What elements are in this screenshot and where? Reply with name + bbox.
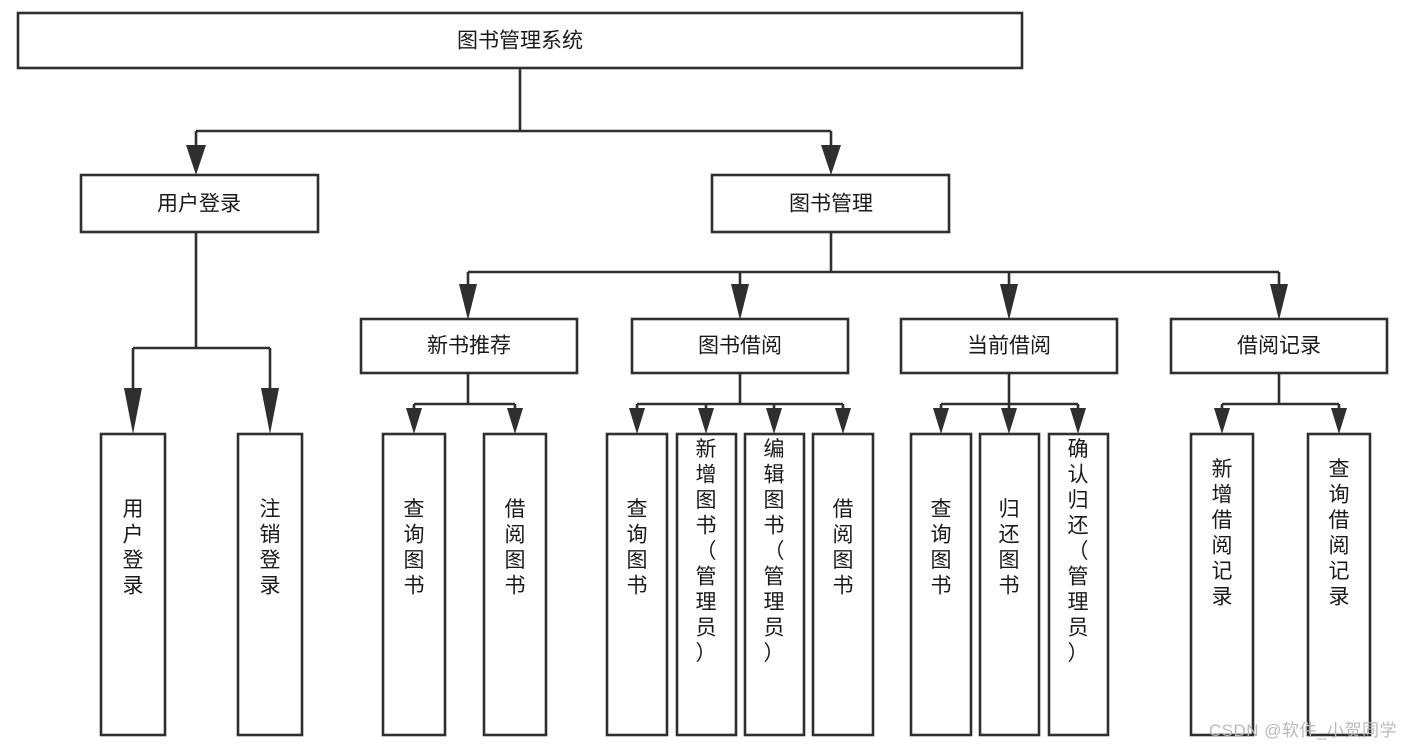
arrow-head-book-borrow — [731, 284, 749, 320]
node-leaf-borrow-book-1[interactable]: 借阅图书 — [482, 432, 548, 737]
node-leaf-user-login-label: 用户登录 — [123, 498, 144, 598]
node-user-login-label: 用户登录 — [157, 193, 241, 216]
arrow-head-leaf-logout-login — [261, 388, 279, 434]
node-book-borrow-label: 图书借阅 — [698, 335, 782, 358]
node-leaf-query-book-3-label: 查询图书 — [931, 498, 952, 598]
arrow-head-leaf-query-book-2 — [629, 408, 645, 434]
arrow-head-new-book-recommend — [459, 284, 477, 320]
node-leaf-borrow-book-2-label: 借阅图书 — [833, 498, 854, 598]
edges-layer — [124, 68, 1347, 434]
arrow-head-userlogin — [186, 145, 206, 175]
arrow-head-borrow-record — [1270, 284, 1288, 320]
node-leaf-user-login[interactable]: 用户登录 — [99, 432, 167, 737]
node-leaf-query-book-2[interactable]: 查询图书 — [605, 432, 669, 737]
node-leaf-logout-login-label: 注销登录 — [260, 498, 281, 598]
arrow-head-leaf-return-book — [1001, 408, 1017, 434]
node-root-label: 图书管理系统 — [457, 30, 583, 53]
arrow-head-leaf-add-book — [698, 408, 714, 434]
node-leaf-edit-book-label: 编辑图书（管理员） — [764, 438, 785, 665]
arrow-head-leaf-add-record — [1214, 408, 1230, 434]
arrow-head-leaf-edit-book — [766, 408, 782, 434]
node-leaf-query-record[interactable]: 查询借阅记录 — [1306, 432, 1372, 737]
node-leaf-return-book[interactable]: 归还图书 — [978, 432, 1041, 737]
node-current-borrow[interactable]: 当前借阅 — [899, 317, 1119, 375]
node-leaf-add-record[interactable]: 新增借阅记录 — [1189, 432, 1255, 737]
arrow-head-leaf-user-login — [124, 388, 142, 434]
node-leaf-confirm-return-label: 确认归还（管理员） — [1068, 438, 1089, 665]
node-leaf-add-record-label: 新增借阅记录 — [1212, 458, 1233, 609]
node-leaf-borrow-book-1-label: 借阅图书 — [505, 498, 526, 598]
node-leaf-confirm-return[interactable]: 确认归还（管理员） — [1047, 432, 1110, 737]
arrow-head-leaf-borrow-book-2 — [835, 408, 851, 434]
arrow-head-bookmgmt — [821, 145, 841, 175]
arrow-head-leaf-query-book-1 — [406, 408, 422, 434]
node-leaf-query-book-1-label: 查询图书 — [404, 498, 425, 598]
arrow-head-leaf-query-record — [1331, 408, 1347, 434]
node-leaf-borrow-book-2[interactable]: 借阅图书 — [811, 432, 875, 737]
node-leaf-query-book-2-label: 查询图书 — [627, 498, 648, 598]
node-leaf-logout-login[interactable]: 注销登录 — [236, 432, 304, 737]
node-new-book-recommend-label: 新书推荐 — [427, 335, 511, 358]
node-leaf-query-book-3[interactable]: 查询图书 — [909, 432, 973, 737]
node-book-borrow[interactable]: 图书借阅 — [630, 317, 850, 375]
node-new-book-recommend[interactable]: 新书推荐 — [359, 317, 579, 375]
node-borrow-record[interactable]: 借阅记录 — [1169, 317, 1389, 375]
arrow-head-leaf-borrow-book-1 — [507, 408, 523, 434]
csdn-watermark: CSDN @软件_小贺同学 — [1208, 721, 1397, 740]
node-leaf-add-book-label: 新增图书（管理员） — [696, 438, 717, 665]
node-root[interactable]: 图书管理系统 — [16, 11, 1024, 70]
node-leaf-edit-book[interactable]: 编辑图书（管理员） — [743, 432, 806, 737]
node-current-borrow-label: 当前借阅 — [967, 335, 1051, 358]
node-book-management[interactable]: 图书管理 — [710, 173, 951, 234]
arrow-head-current-borrow — [1000, 284, 1018, 320]
node-book-management-label: 图书管理 — [789, 193, 873, 216]
node-leaf-add-book[interactable]: 新增图书（管理员） — [675, 432, 738, 737]
node-leaf-query-record-label: 查询借阅记录 — [1329, 458, 1350, 609]
arrow-head-leaf-query-book-3 — [933, 408, 949, 434]
node-leaf-return-book-label: 归还图书 — [999, 498, 1020, 598]
arrow-head-leaf-confirm-return — [1070, 408, 1086, 434]
node-leaf-query-book-1[interactable]: 查询图书 — [381, 432, 447, 737]
node-borrow-record-label: 借阅记录 — [1237, 335, 1321, 358]
node-user-login[interactable]: 用户登录 — [79, 173, 320, 234]
